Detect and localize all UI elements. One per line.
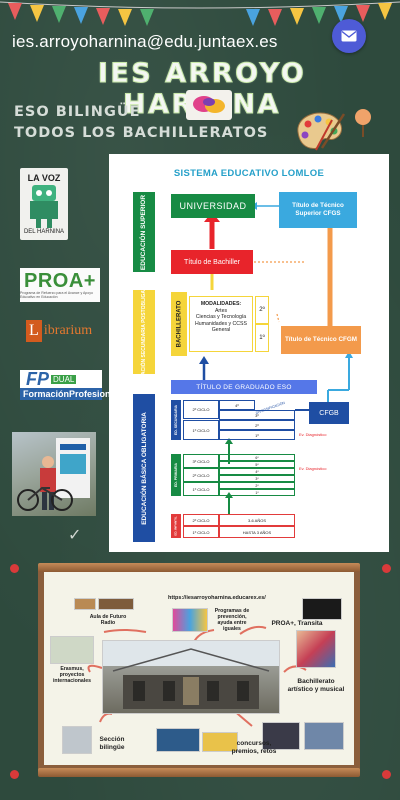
paint-palette-icon xyxy=(297,112,346,151)
dual-text: DUAL xyxy=(51,374,77,384)
primaria-ciclo-1: 1º CICLO xyxy=(183,482,219,496)
modalidad-item: General xyxy=(211,327,231,333)
proa-subtitle: Programa de Refuerzo para el Avance y Ap… xyxy=(20,291,93,299)
eso-course-2: 2º xyxy=(219,420,295,430)
diagnostico-eso-label: Ev. Diagnóstico xyxy=(299,432,327,437)
bach-course-1: 1º xyxy=(255,324,269,352)
cfgb-box: CFGB xyxy=(309,402,349,424)
node-proa-transita: PROA+, Transita xyxy=(271,620,323,627)
mail-button[interactable] xyxy=(332,19,366,53)
radio-thumbnail-2[interactable] xyxy=(98,598,134,610)
primaria-course-2: 2º xyxy=(219,482,295,489)
eso-course-1: 1º xyxy=(219,430,295,440)
proa-plus-logo[interactable]: PROA+ Programa de Refuerzo para el Avanc… xyxy=(20,268,100,302)
band-superior: EDUCACIÓN SUPERIOR xyxy=(133,192,155,272)
primaria-course-6: 6º xyxy=(219,454,295,461)
mindmap-board: https://iesarroyoharnina.educarex.es/ Au… xyxy=(44,572,354,765)
primaria-ciclo-3: 3º CICLO xyxy=(183,454,219,468)
la-voz-subtitle: DEL HARNINA xyxy=(23,229,65,235)
modalidad-item: Humanidades y CCSS xyxy=(195,320,247,327)
band-postobligatoria: EDUCACIÓN SECUNDARIA POSTOBLIGATORIA xyxy=(133,275,155,389)
bachiller-box: Título de Bachiller xyxy=(171,250,253,274)
node-erasmus: Erasmus, proyectos internacionales xyxy=(52,666,92,684)
erasmus-thumbnail[interactable] xyxy=(50,636,94,664)
infantil-ages-1: HASTA 3 AÑOS xyxy=(219,526,295,538)
primaria-course-3: 3º xyxy=(219,475,295,482)
concursos-thumbnail-1[interactable] xyxy=(156,728,200,752)
modalidad-item: Artes xyxy=(214,307,228,314)
pin-left-icon xyxy=(10,564,19,573)
node-aula-futuro-radio: Aula de Futuro Radio xyxy=(89,614,127,626)
eso-ciclo-1: 1º CICLO xyxy=(183,420,219,440)
subtitle-bachilleratos: TODOS LOS BACHILLERATOS xyxy=(14,125,269,141)
band-obligatoria: EDUCACIÓN BÁSICA OBLIGATORIA xyxy=(133,394,155,542)
primaria-label: ED. PRIMARIA xyxy=(171,454,181,496)
concursos-thumbnail-2[interactable] xyxy=(202,732,238,752)
chalk-checkmark-icon: ✓ xyxy=(68,527,82,544)
la-voz-title: LA VOZ xyxy=(27,173,61,183)
bunting-decoration xyxy=(0,1,400,26)
bilingue-thumbnail[interactable] xyxy=(62,726,92,754)
infantil-label: ED. INFANTIL xyxy=(171,514,181,538)
infantil-ciclo-2: 2º CICLO xyxy=(183,514,219,526)
primaria-course-1: 1º xyxy=(219,489,295,496)
robot-mascot-icon xyxy=(30,185,58,228)
concursos-thumbnail-3[interactable] xyxy=(262,722,300,750)
concursos-thumbnail-4[interactable] xyxy=(304,722,344,750)
diagram-title: SISTEMA EDUCATIVO LOMLOE xyxy=(173,168,325,179)
proa-thumbnail[interactable] xyxy=(302,598,342,620)
bachillerato-label: BACHILLERATO xyxy=(171,292,187,356)
student-bike-photo[interactable] xyxy=(12,432,96,516)
bach-course-2: 2º xyxy=(255,296,269,324)
modalidades-title: MODALIDADES: xyxy=(200,301,242,307)
photo-scene xyxy=(17,438,90,511)
infantil-ciclo-1: 1º CICLO xyxy=(183,526,219,538)
lomloe-diagram: SISTEMA EDUCATIVO LOMLOE ED xyxy=(109,154,389,552)
chat-bubbles-icon xyxy=(186,90,232,120)
modalidad-item: Ciencias y Tecnología xyxy=(195,314,247,320)
school-title: IES ARROYO HARNINA xyxy=(97,58,307,121)
diagnostico-primaria-label: Ev. Diagnóstico xyxy=(299,466,327,471)
eso-course-3: 3º xyxy=(219,410,295,420)
prevencion-thumbnail[interactable] xyxy=(172,608,208,632)
artistico-thumbnail[interactable] xyxy=(296,630,336,668)
infantil-ages-2: 3-6 AÑOS xyxy=(219,514,295,526)
pin-bottom-right-icon xyxy=(382,770,391,779)
la-voz-logo[interactable]: LA VOZ DEL HARNINA xyxy=(20,168,68,240)
librarium-initial: L xyxy=(25,320,42,342)
universidad-box: UNIVERSIDAD xyxy=(171,194,255,218)
fp-text: FP xyxy=(26,368,50,389)
fp-subtitle: FormaciónProfesional xyxy=(20,388,118,400)
eso-course-4: 4º xyxy=(219,400,255,410)
pin-bottom-left-icon xyxy=(10,770,19,779)
cfgs-box: Título de Técnico Superior CFGS xyxy=(279,192,357,228)
librarium-logo[interactable]: L ibrarium xyxy=(20,318,98,344)
bottom-roller xyxy=(38,768,360,777)
building-illustration xyxy=(112,648,270,709)
primaria-ciclo-2: 2º CICLO xyxy=(183,468,219,482)
radio-thumbnail[interactable] xyxy=(74,598,96,610)
fp-dual-logo[interactable]: FP DUAL FormaciónProfesional xyxy=(20,368,118,400)
mail-icon xyxy=(341,30,357,42)
primaria-course-4: 4º xyxy=(219,468,295,475)
pushpin-icon xyxy=(355,109,371,137)
school-email[interactable]: ies.arroyoharnina@edu.juntaex.es xyxy=(12,32,278,51)
top-roller xyxy=(38,563,360,572)
mindmap-url[interactable]: https://iesarroyoharnina.educarex.es/ xyxy=(168,595,266,601)
proa-title: PROA+ xyxy=(24,270,96,292)
eso-ciclo-2: 2º CICLO xyxy=(183,400,219,419)
primaria-course-5: 5º xyxy=(219,461,295,468)
subtitle-eso: ESO BILINGÜE xyxy=(14,104,141,120)
school-building-thumbnail[interactable] xyxy=(102,640,280,714)
modalidades-box: MODALIDADES: Artes Ciencias y Tecnología… xyxy=(189,296,253,352)
graduado-eso-box: TÍTULO DE GRADUADO ESO xyxy=(171,380,317,394)
cfgm-box: Título de Técnico CFGM xyxy=(281,326,361,354)
node-bachillerato-artistico: Bachillerato artístico y musical xyxy=(287,678,345,693)
librarium-name: ibrarium xyxy=(43,323,93,338)
node-seccion-bilingue: Sección bilingüe xyxy=(99,736,125,751)
eso-label: ED. SECUNDARIA xyxy=(171,400,181,440)
pin-right-icon xyxy=(382,564,391,573)
node-prevencion: Programas de prevención, ayuda entre igu… xyxy=(214,608,250,632)
node-concursos: concursos, premios, retos xyxy=(231,740,277,755)
